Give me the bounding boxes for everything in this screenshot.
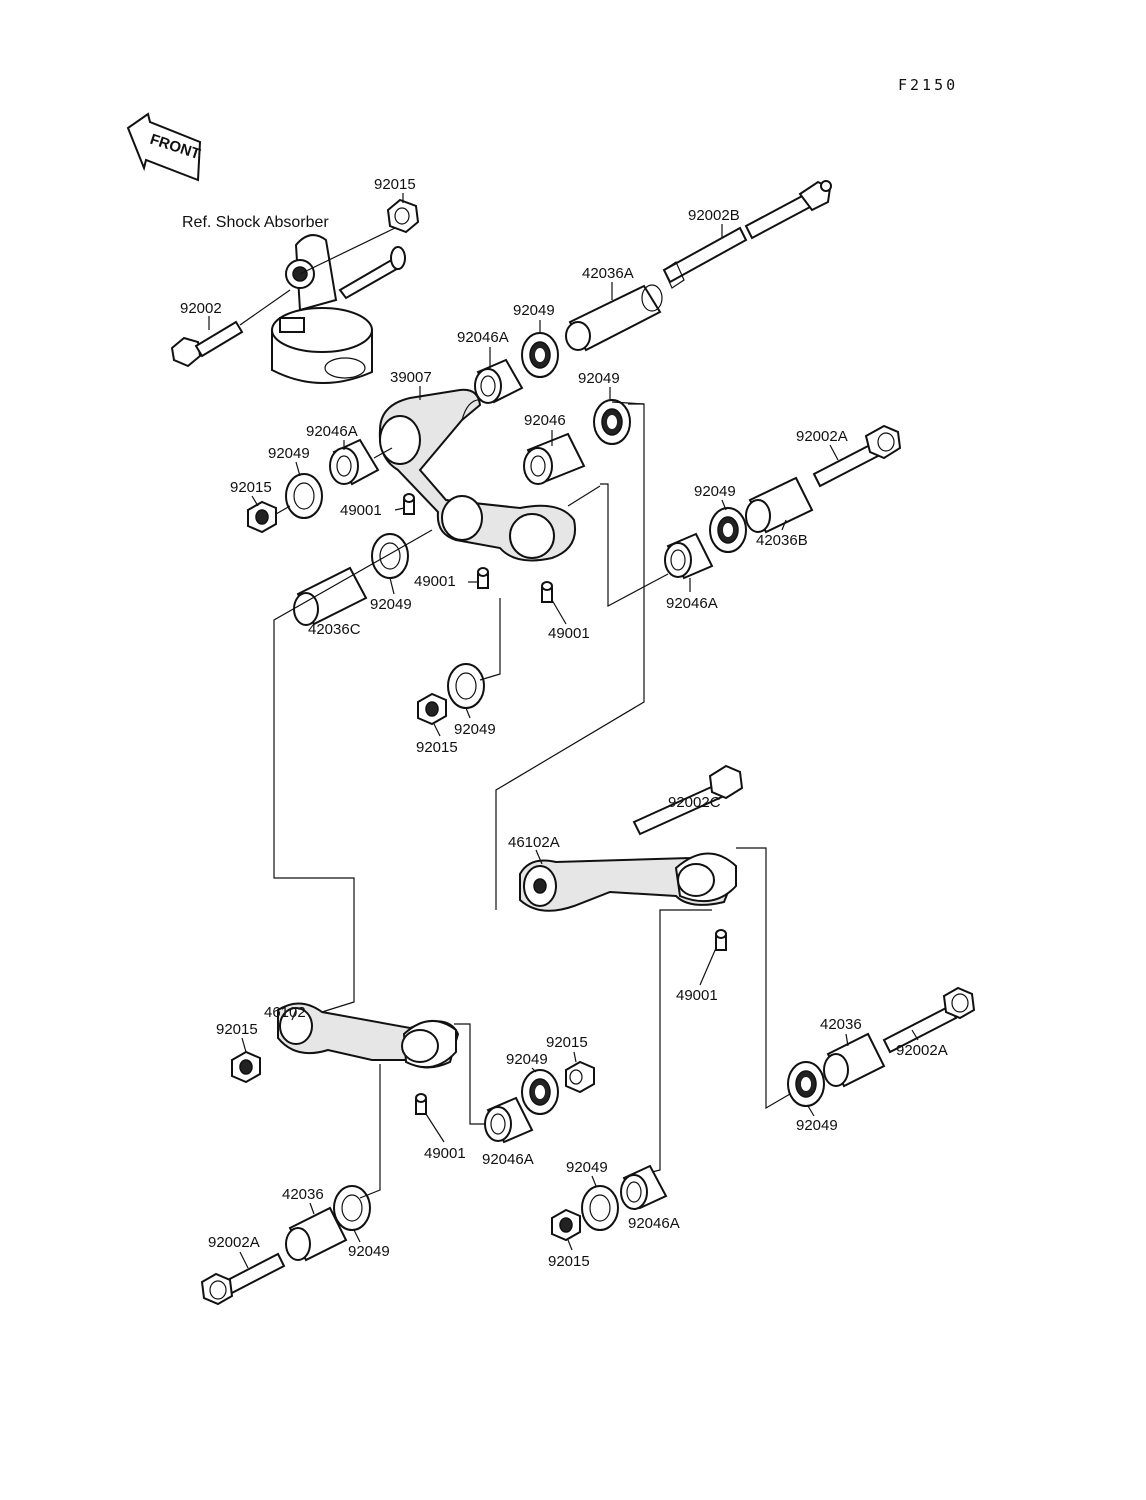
label-92046: 92046 [524, 412, 566, 429]
seal-92049-g [521, 1069, 559, 1115]
label-92046A-a: 92046A [457, 329, 509, 346]
label-92015-f: 92015 [548, 1253, 590, 1270]
shock-absorber-ref [271, 234, 406, 384]
label-49001-d: 49001 [676, 987, 718, 1004]
label-92015-c: 92015 [416, 739, 458, 756]
label-92046A-d: 92046A [482, 1151, 534, 1168]
sleeve-42036B [745, 476, 814, 534]
label-49001-e: 49001 [424, 1145, 466, 1162]
label-92002A-c: 92002A [896, 1042, 948, 1059]
seal-92049-a [521, 332, 559, 378]
label-92046A-e: 92046A [628, 1215, 680, 1232]
nut-92015-d [231, 1050, 261, 1084]
arm-46102 [277, 1002, 460, 1069]
label-42036-a: 42036 [282, 1186, 324, 1203]
arm-46102A [519, 852, 738, 912]
bearing-92046A-e [620, 1164, 668, 1210]
label-92049-f: 92049 [454, 721, 496, 738]
bearing-92046A-b [329, 438, 380, 486]
label-42036B: 42036B [756, 532, 808, 549]
bolt-92002 [170, 320, 244, 368]
label-92015-d: 92015 [216, 1021, 258, 1038]
label-92046A-c: 92046A [666, 595, 718, 612]
bolt-92002A-a [812, 424, 902, 488]
label-92015-e: 92015 [546, 1034, 588, 1051]
seal-92049-h [333, 1185, 371, 1231]
link-39007 [378, 388, 576, 562]
seal-92049-j [581, 1185, 619, 1231]
seal-92049-c [285, 473, 323, 519]
label-49001-a: 49001 [340, 502, 382, 519]
nut-92015-top [386, 198, 420, 234]
seal-92049-b [593, 399, 631, 445]
label-92049-i: 92049 [796, 1117, 838, 1134]
front-arrow-icon: FRONT [126, 112, 202, 182]
label-42036A: 42036A [582, 265, 634, 282]
label-92015-b: 92015 [230, 479, 272, 496]
seal-92049-d [709, 507, 747, 553]
label-42036C: 42036C [308, 621, 361, 638]
seal-92049-f [447, 663, 485, 709]
grease-nipple-49001-b [477, 567, 489, 589]
nut-92015-e [565, 1060, 595, 1094]
bearing-92046A-a [474, 358, 524, 404]
seal-92049-e [371, 533, 409, 579]
label-92049-d: 92049 [694, 483, 736, 500]
sleeve-42036-b [823, 1032, 886, 1088]
label-92049-e: 92049 [370, 596, 412, 613]
bolt-92002C [632, 764, 744, 836]
bolt-92002A-b [200, 1252, 286, 1306]
label-42036-b: 42036 [820, 1016, 862, 1033]
label-92049-g: 92049 [506, 1051, 548, 1068]
bearing-92046 [523, 432, 586, 485]
label-92049-c: 92049 [268, 445, 310, 462]
label-39007: 39007 [390, 369, 432, 386]
label-49001-b: 49001 [414, 573, 456, 590]
bolt-92002B [662, 180, 832, 289]
grease-nipple-49001-a [403, 493, 415, 515]
grease-nipple-49001-c [541, 581, 553, 603]
label-92002C: 92002C [668, 794, 721, 811]
nut-92015-f [551, 1208, 581, 1242]
assembly-guide-lines [273, 401, 791, 1199]
label-92049-h: 92049 [348, 1243, 390, 1260]
sleeve-42036C [293, 566, 368, 626]
sleeve-42036A [565, 284, 663, 352]
label-92002A-a: 92002A [796, 428, 848, 445]
label-92002B: 92002B [688, 207, 740, 224]
label-92002A-b: 92002A [208, 1234, 260, 1251]
label-49001-c: 49001 [548, 625, 590, 642]
label-92049-a: 92049 [513, 302, 555, 319]
label-46102: 46102 [264, 1004, 306, 1021]
seal-92049-i [787, 1061, 825, 1107]
label-92049-b: 92049 [578, 370, 620, 387]
ref-shock-absorber-label: Ref. Shock Absorber [182, 214, 329, 231]
grease-nipple-49001-e [415, 1093, 427, 1115]
label-92002-top: 92002 [180, 300, 222, 317]
nut-92015-c [417, 692, 447, 726]
grease-nipple-49001-d [715, 929, 727, 951]
label-46102A: 46102A [508, 834, 560, 851]
sleeve-42036-a [285, 1206, 348, 1262]
bearing-92046A-c [664, 532, 714, 580]
diagram-code: F2150 [898, 76, 958, 94]
label-92015-top: 92015 [374, 176, 416, 193]
label-92049-j: 92049 [566, 1159, 608, 1176]
bolt-92002A-c [882, 986, 976, 1054]
nut-92015-b [247, 500, 277, 534]
label-92046A-b: 92046A [306, 423, 358, 440]
bearing-92046A-d [484, 1096, 534, 1144]
